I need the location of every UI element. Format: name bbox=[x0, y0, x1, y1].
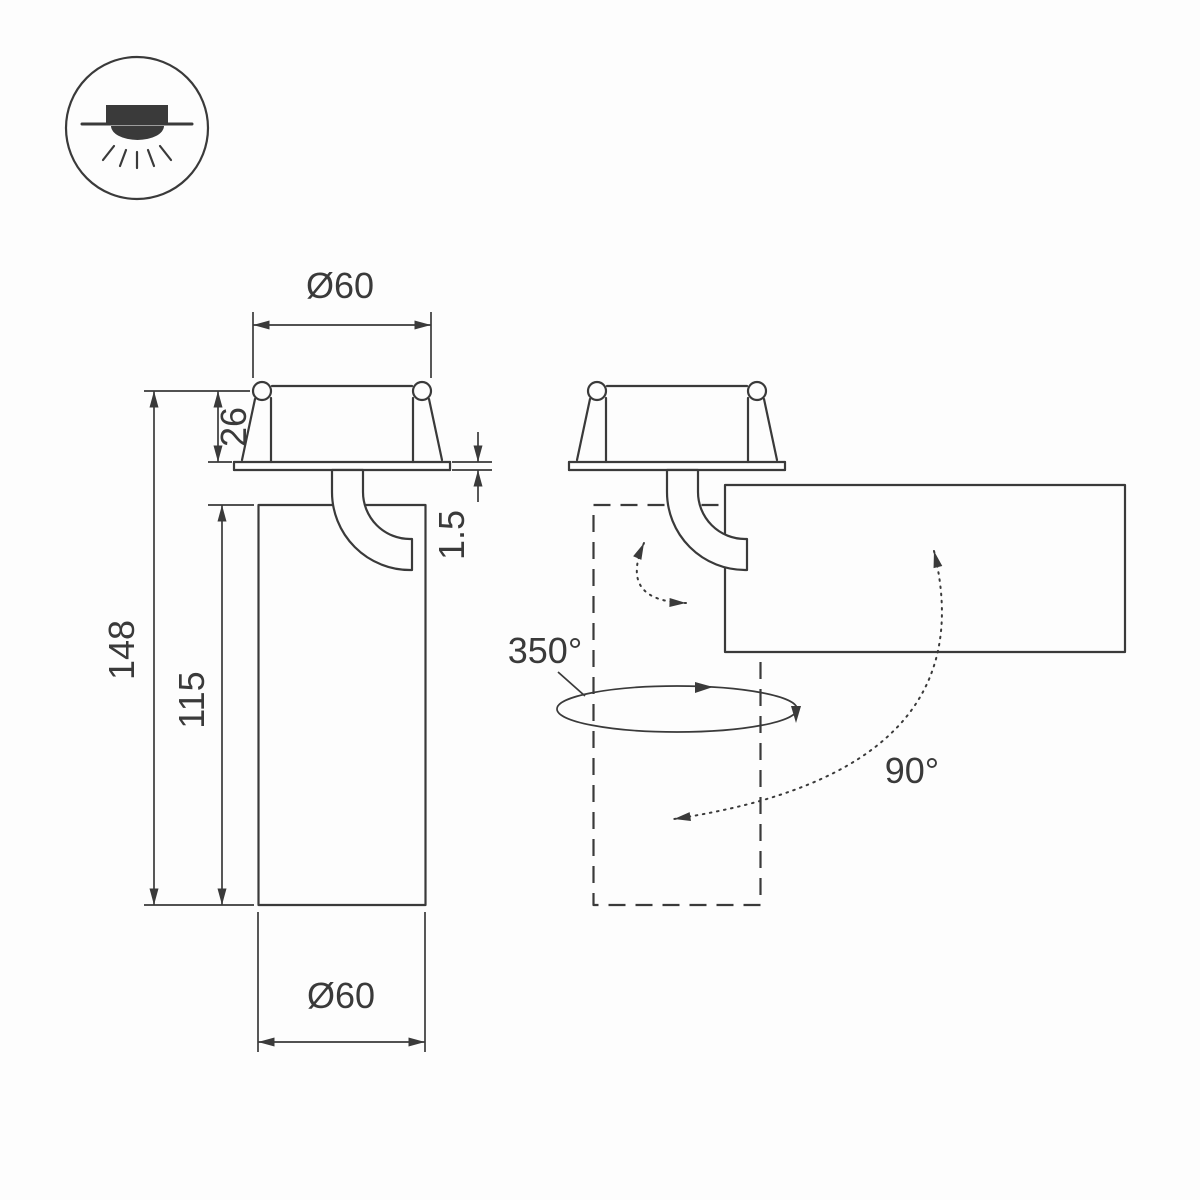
dim-recess-depth-label: 26 bbox=[213, 407, 254, 447]
dim-total-height-label: 148 bbox=[101, 620, 142, 680]
spring-clip-right-icon bbox=[411, 380, 433, 402]
dim-body-height-label: 115 bbox=[171, 671, 212, 728]
icon-light-rays bbox=[101, 144, 173, 170]
icon-housing bbox=[106, 105, 168, 123]
dim-body-height: 115 bbox=[171, 504, 254, 905]
swivel-arrow-top-icon bbox=[695, 682, 713, 693]
spring-clip-left-icon bbox=[586, 380, 608, 402]
dim-top-diameter: Ø60 bbox=[252, 265, 432, 378]
swivel-arrow-right-icon bbox=[791, 706, 801, 723]
swivel-angle-label: 350° bbox=[508, 630, 582, 671]
swivel-arm-front bbox=[330, 468, 414, 572]
dim-flange-thickness: 1.5 bbox=[431, 432, 492, 560]
joint-tilt-arc bbox=[633, 542, 687, 608]
rotation-view: 350° 90° bbox=[508, 380, 1127, 907]
luminaire-body-front bbox=[257, 503, 427, 907]
mount-assembly-front bbox=[232, 380, 452, 472]
dim-total-height: 148 bbox=[101, 391, 254, 906]
recessed-downlight-mount-icon bbox=[64, 55, 210, 201]
tilt-indicator: 90° bbox=[673, 550, 943, 822]
icon-circle bbox=[64, 55, 210, 201]
body-horizontal bbox=[723, 483, 1127, 654]
swivel-leader-line bbox=[557, 671, 586, 697]
spring-clip-right-icon bbox=[746, 380, 768, 402]
dim-flange-thickness-label: 1.5 bbox=[431, 510, 472, 560]
dim-body-diameter: Ø60 bbox=[257, 912, 426, 1052]
tilt-arc bbox=[673, 550, 943, 822]
dim-recess-depth: 26 bbox=[144, 390, 254, 463]
icon-lamp bbox=[111, 126, 164, 140]
mount-assembly-rotation bbox=[567, 380, 787, 472]
dim-top-diameter-label: Ø60 bbox=[306, 265, 374, 306]
tilt-angle-label: 90° bbox=[885, 750, 939, 791]
front-view: Ø60 26 1.5 148 115 bbox=[101, 265, 492, 1052]
spring-clip-left-icon bbox=[251, 380, 273, 402]
dim-body-diameter-label: Ø60 bbox=[307, 975, 375, 1016]
